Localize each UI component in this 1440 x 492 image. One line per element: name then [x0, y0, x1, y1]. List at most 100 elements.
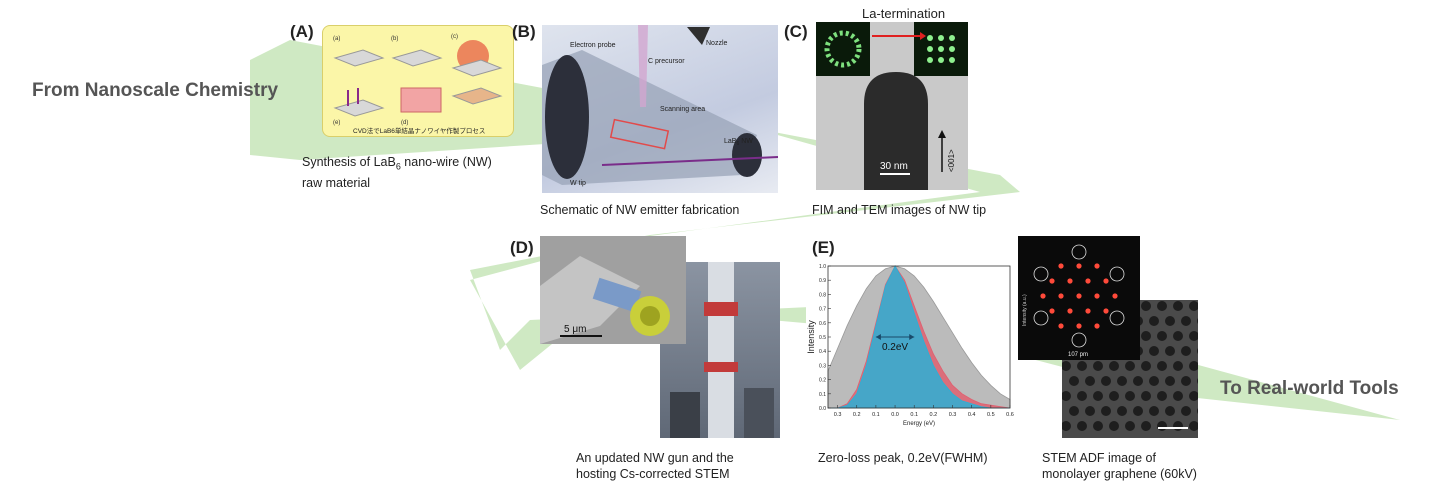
fft-spot [1058, 293, 1064, 299]
panel-a-label-d: (d) [401, 120, 408, 126]
y-axis-label: Intensity [806, 320, 816, 354]
y-tick-label-7: 0.7 [819, 307, 826, 313]
panel-b-tag: (B) [512, 22, 536, 41]
fim-tem-images: 30 nm <001> [816, 22, 968, 190]
lattice-hole [1133, 406, 1143, 416]
panel-a-label-c: (c) [451, 34, 458, 40]
panel-c-direction: <001> [947, 149, 956, 172]
lattice-hole [1093, 391, 1103, 401]
panel-a-label-a: (a) [333, 36, 340, 42]
lattice-hole [1117, 376, 1127, 386]
x-axis-label: Energy (eV) [903, 421, 935, 427]
y-tick-label-5: 0.5 [819, 335, 826, 341]
lattice-hole [1173, 391, 1183, 401]
x-tick-label-7: 0.4 [968, 412, 976, 418]
lattice-hole [1149, 346, 1159, 356]
fft-ring [1071, 332, 1087, 348]
fft-pattern: Intensity (a.u.) 107 pm [1022, 244, 1125, 358]
fft-ring [1071, 244, 1087, 260]
fft-spot [1076, 323, 1082, 329]
panel-a-tag: (A) [290, 22, 314, 41]
lattice-hole [1165, 406, 1175, 416]
y-tick-label-9: 0.9 [819, 278, 826, 284]
lattice-hole [1197, 348, 1198, 354]
lattice-hole [1149, 376, 1159, 386]
panel-d-stem-photo [660, 262, 780, 438]
lattice-hole [1141, 361, 1151, 371]
fft-label: 107 pm [1068, 352, 1088, 358]
panel-e-caption: Zero-loss peak, 0.2eV(FWHM) [818, 451, 988, 465]
lattice-hole [1062, 421, 1071, 431]
panel-c-title: La-termination [862, 6, 946, 21]
fwhm-annotation: 0.2eV [882, 342, 908, 353]
y-tick-label-2: 0.2 [819, 378, 826, 384]
lattice-hole [1149, 406, 1159, 416]
lattice-hole [1173, 361, 1183, 371]
y-tick-label-3: 0.3 [819, 363, 826, 369]
lattice-hole [1077, 421, 1087, 431]
lattice-hole [1125, 391, 1135, 401]
nw-gun-sem-image: 5 μm [540, 236, 686, 344]
fft-spot [1103, 278, 1109, 284]
lattice-hole [1093, 361, 1103, 371]
lattice-hole [1077, 391, 1087, 401]
x-tick-label-5: 0.2 [930, 412, 938, 418]
label-w-tip: W tip [570, 180, 586, 187]
y-tick-label-4: 0.4 [819, 349, 826, 355]
y-tick-label-10: 1.0 [819, 264, 826, 270]
label-electron-probe: Electron probe [570, 42, 616, 49]
panel-d-tag: (D) [510, 238, 534, 257]
label-c-precursor: C precursor [648, 58, 685, 65]
panel-a-caption: Synthesis of LaB6 nano-wire (NW)raw mate… [302, 155, 492, 190]
lattice-hole [1181, 406, 1191, 416]
lattice-hole [1173, 421, 1183, 431]
panel-a-label-e: (e) [333, 120, 340, 126]
lattice-hole [1173, 301, 1183, 311]
lattice-hole [1085, 406, 1095, 416]
lattice-hole [1165, 376, 1175, 386]
lattice-hole [1189, 361, 1198, 371]
panel-a-label-b: (b) [391, 36, 398, 42]
lattice-hole [1133, 376, 1143, 386]
nw-fabrication-schematic: Electron probe Nozzle C precursor Scanni… [542, 25, 778, 187]
lattice-hole [1197, 318, 1198, 324]
fft-ylabel: Intensity (a.u.) [1022, 294, 1028, 326]
lattice-hole [1181, 346, 1191, 356]
fft-spot [1058, 323, 1064, 329]
panel-d-scalebar: 5 μm [564, 324, 586, 335]
fft-spot [1112, 293, 1118, 299]
x-tick-label-3: 0.0 [891, 412, 899, 418]
lattice-hole [1197, 378, 1198, 384]
lattice-hole [1141, 331, 1151, 341]
lattice-hole [1157, 361, 1167, 371]
lattice-hole [1062, 391, 1071, 401]
fft-spot [1049, 308, 1055, 314]
panel-c-caption: FIM and TEM images of NW tip [812, 203, 987, 217]
stem-microscope-illustration [670, 262, 774, 438]
label-lab6-nw: LaB6 NW [724, 138, 753, 147]
lattice-hole [1181, 316, 1191, 326]
fft-spot [1094, 293, 1100, 299]
fft-spot [1094, 323, 1100, 329]
lattice-hole [1085, 376, 1095, 386]
y-tick-label-8: 0.8 [819, 292, 826, 298]
fft-spot [1085, 278, 1091, 284]
fft-spot [1058, 263, 1064, 269]
lattice-hole [1149, 316, 1159, 326]
fim-image-left [816, 22, 870, 76]
lattice-hole [1062, 361, 1071, 371]
lattice-hole [1109, 421, 1119, 431]
panel-b-image: Electron probe Nozzle C precursor Scanni… [542, 25, 778, 193]
x-tick-label-8: 0.5 [987, 412, 995, 418]
panel-c-image: 30 nm <001> [816, 22, 968, 190]
lattice-hole [1117, 406, 1127, 416]
lattice-hole [1157, 391, 1167, 401]
x-tick-label-2: 0.1 [872, 412, 880, 418]
label-nozzle: Nozzle [706, 40, 728, 47]
fft-spot [1067, 308, 1073, 314]
fft-spot [1067, 278, 1073, 284]
